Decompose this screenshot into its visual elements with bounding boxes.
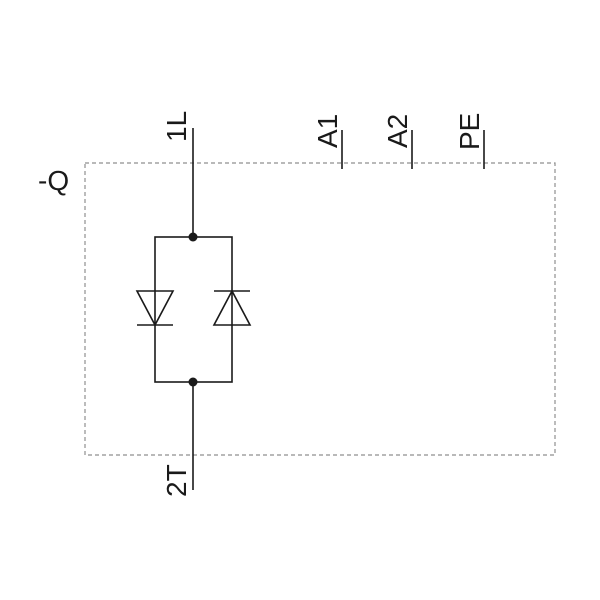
terminal-label-a1: A1 — [312, 114, 343, 148]
terminal-label-pe: PE — [454, 113, 485, 150]
thyristor-down-icon — [135, 290, 175, 327]
device-outline-dashed-border — [84, 162, 556, 456]
terminal-label-1l: 1L — [161, 111, 192, 142]
thyristor-loop-branch — [154, 236, 233, 383]
terminal-label-2t: 2T — [161, 464, 192, 497]
terminal-label-a2: A2 — [382, 114, 413, 148]
device-label: -Q — [38, 165, 69, 196]
junction-dot-top — [188, 232, 198, 242]
thyristor-up-icon — [212, 289, 252, 326]
